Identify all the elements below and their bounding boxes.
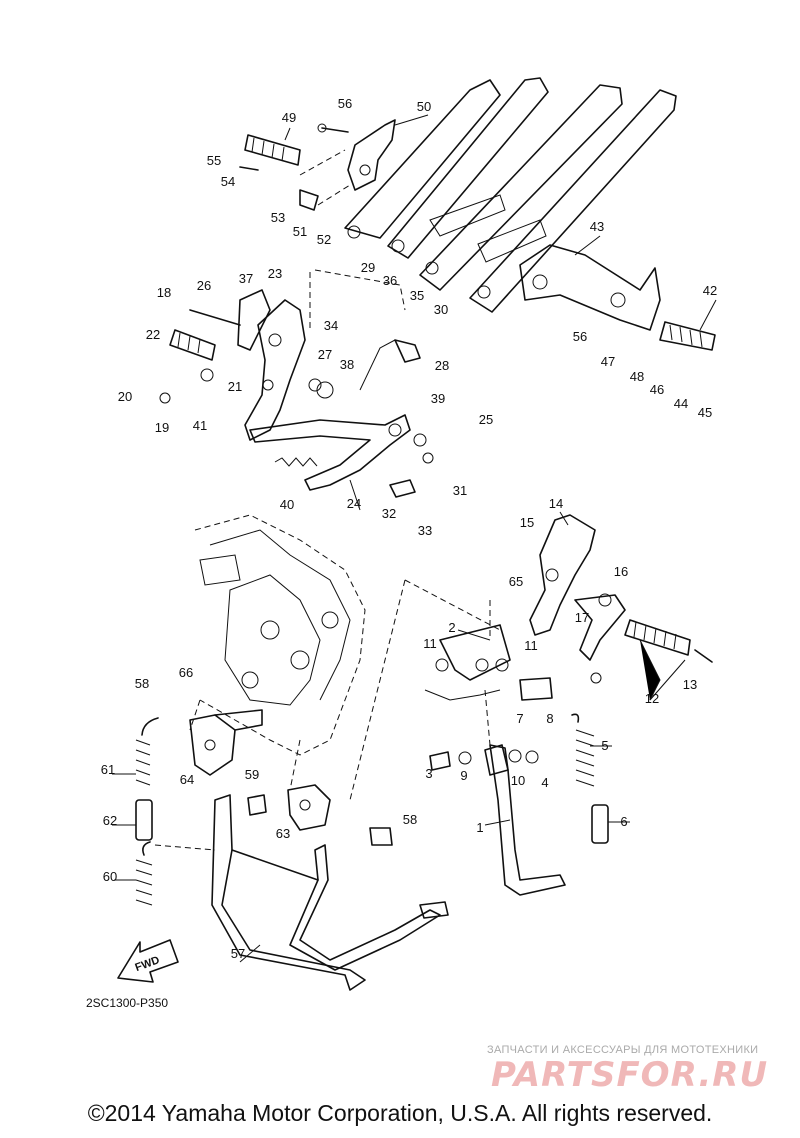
callout-39: 39 (431, 391, 445, 406)
callout-32: 32 (382, 506, 396, 521)
callout-18: 18 (157, 285, 171, 300)
rear-footrest-left-assembly (239, 119, 396, 211)
callout-20: 20 (118, 389, 132, 404)
main-frame-section (194, 514, 366, 756)
callout-11: 11 (524, 638, 538, 653)
fwd-label: FWD (134, 954, 162, 974)
callout-3: 3 (425, 766, 432, 781)
callout-44: 44 (674, 396, 688, 411)
callout-57: 57 (231, 946, 245, 961)
center-stand-springs (135, 717, 216, 906)
callout-6: 6 (620, 814, 627, 829)
callout-4: 4 (541, 775, 548, 790)
callout-58: 58 (135, 676, 149, 691)
callout-31: 31 (453, 483, 467, 498)
callout-23: 23 (268, 266, 282, 281)
assembly-guide-lines (189, 269, 501, 801)
callout-28: 28 (435, 358, 449, 373)
callout-60: 60 (103, 869, 117, 884)
callout-7: 7 (516, 711, 523, 726)
rear-frame-rails (344, 77, 677, 313)
callout-35: 35 (410, 288, 424, 303)
callout-5: 5 (601, 738, 608, 753)
callout-46: 46 (650, 382, 664, 397)
callout-33: 33 (418, 523, 432, 538)
callout-11: 11 (423, 636, 437, 651)
footrest-bracket-right (529, 514, 713, 684)
callout-48: 48 (630, 369, 644, 384)
center-stand (189, 709, 449, 991)
callout-9: 9 (460, 768, 467, 783)
callout-65: 65 (509, 574, 523, 589)
callout-62: 62 (103, 813, 117, 828)
callout-34: 34 (324, 318, 338, 333)
callout-37: 37 (239, 271, 253, 286)
callout-40: 40 (280, 497, 294, 512)
callout-8: 8 (546, 711, 553, 726)
copyright-footer: ©2014 Yamaha Motor Corporation, U.S.A. A… (87, 1100, 713, 1126)
callout-43: 43 (590, 219, 604, 234)
callout-36: 36 (383, 273, 397, 288)
callout-19: 19 (155, 420, 169, 435)
fwd-arrow-icon: FWD (117, 939, 179, 983)
callout-10: 10 (511, 773, 525, 788)
callout-13: 13 (683, 677, 697, 692)
callout-63: 63 (276, 826, 290, 841)
callout-41: 41 (193, 418, 207, 433)
callout-17: 17 (575, 610, 589, 625)
callout-66: 66 (179, 665, 193, 680)
callout-64: 64 (180, 772, 194, 787)
callout-56: 56 (573, 329, 587, 344)
sidestand-assembly (424, 624, 566, 896)
rear-footrest-right (659, 321, 716, 351)
callout-15: 15 (520, 515, 534, 530)
callout-24: 24 (347, 496, 361, 511)
callout-47: 47 (601, 354, 615, 369)
rear-footrest-bracket-right (519, 244, 661, 331)
callout-22: 22 (146, 327, 160, 342)
sidestand-spring (571, 713, 609, 844)
callout-2: 2 (448, 620, 455, 635)
callout-12: 12 (645, 691, 659, 706)
callout-51: 51 (293, 224, 307, 239)
callout-38: 38 (340, 357, 354, 372)
brake-pedal (249, 339, 434, 498)
callout-56: 56 (338, 96, 352, 111)
watermark-subtitle: ЗАПЧАСТИ И АКСЕССУАРЫ ДЛЯ МОТОТЕХНИКИ (487, 1044, 759, 1056)
callout-21: 21 (228, 379, 242, 394)
watermark-logo: PARTSFOR.RU (491, 1055, 769, 1095)
callout-52: 52 (317, 232, 331, 247)
callout-26: 26 (197, 278, 211, 293)
callout-53: 53 (271, 210, 285, 225)
callout-55: 55 (207, 153, 221, 168)
callout-14: 14 (549, 496, 563, 511)
callout-29: 29 (361, 260, 375, 275)
callout-54: 54 (221, 174, 235, 189)
callout-1: 1 (476, 820, 483, 835)
footrest-bracket-left (159, 289, 306, 441)
callout-27: 27 (318, 347, 332, 362)
callout-49: 49 (282, 110, 296, 125)
callout-leaders (112, 114, 717, 963)
callout-45: 45 (698, 405, 712, 420)
callout-58: 58 (403, 812, 417, 827)
callout-25: 25 (479, 412, 493, 427)
callout-50: 50 (417, 99, 431, 114)
callout-30: 30 (434, 302, 448, 317)
callout-16: 16 (614, 564, 628, 579)
diagram-code: 2SC1300-P350 (86, 996, 169, 1010)
callout-61: 61 (101, 762, 115, 777)
callout-42: 42 (703, 283, 717, 298)
callout-59: 59 (245, 767, 259, 782)
